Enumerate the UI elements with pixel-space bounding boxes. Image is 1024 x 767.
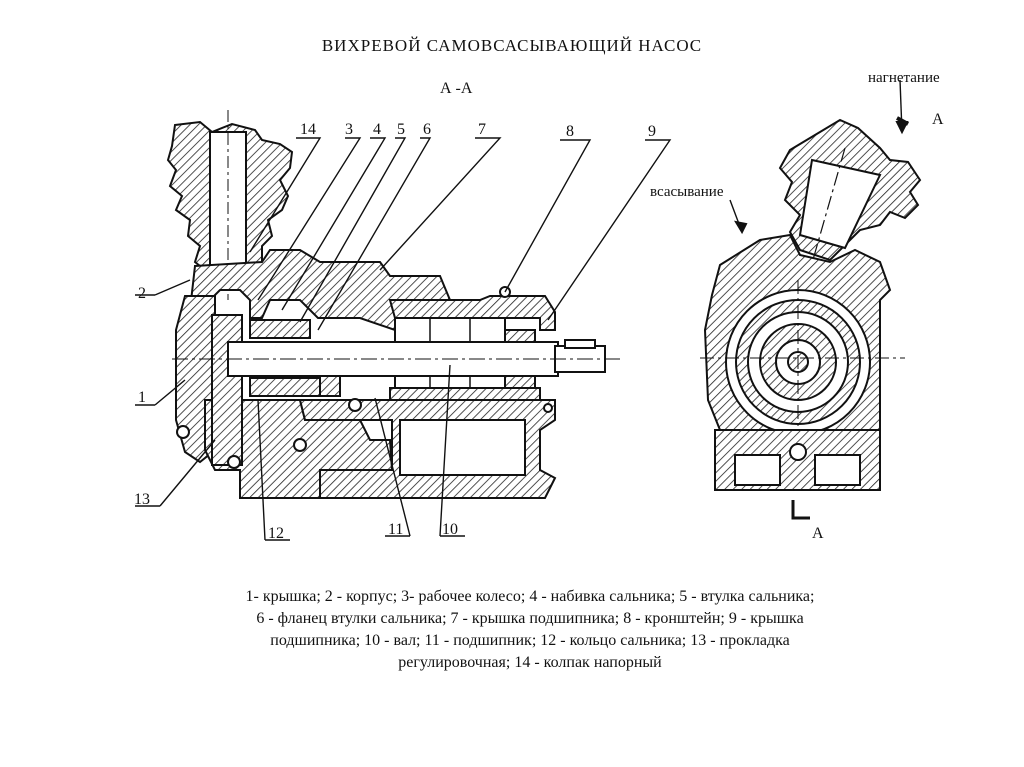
callout-3: 3 [345, 121, 353, 138]
legend-line-1: 1- крышка; 2 - корпус; 3- рабочее колесо… [245, 588, 815, 605]
gland-packing [249, 319, 311, 339]
section-mark-a-top: А [932, 111, 944, 128]
impeller [211, 314, 243, 466]
callout-4: 4 [373, 121, 381, 138]
callout-2: 2 [138, 285, 146, 302]
callout-12: 12 [268, 525, 284, 542]
gland-sleeve [249, 377, 321, 397]
legend-line-4: регулировочная; 14 - колпак напорный [398, 654, 662, 671]
section-view [166, 110, 620, 499]
legend-line-2: 6 - фланец втулки сальника; 7 - крышка п… [256, 610, 804, 627]
bracket-window [399, 419, 526, 476]
leader-lines [135, 137, 672, 541]
callout-7: 7 [478, 121, 486, 138]
legend-line-3: подшипника; 10 - вал; 11 - подшипник; 12… [270, 632, 790, 649]
callout-10: 10 [442, 521, 458, 538]
callout-11: 11 [388, 521, 404, 538]
end-view [700, 79, 922, 520]
diagram-title: ВИХРЕВОЙ САМОВСАСЫВАЮЩИЙ НАСОС [321, 36, 703, 55]
callout-6: 6 [423, 121, 431, 138]
callout-1: 1 [138, 389, 146, 406]
section-label: А -А [440, 80, 473, 97]
parts-legend: 1- крышка; 2 - корпус; 3- рабочее колесо… [150, 586, 910, 674]
section-mark-a-bottom: А [812, 525, 824, 542]
callout-13: 13 [134, 491, 150, 508]
callout-9: 9 [648, 123, 656, 140]
suction-label: всасывание [650, 184, 724, 200]
callout-5: 5 [397, 121, 405, 138]
callout-8: 8 [566, 123, 574, 140]
callout-14: 14 [300, 121, 316, 138]
discharge-label: нагнетание [868, 70, 940, 86]
